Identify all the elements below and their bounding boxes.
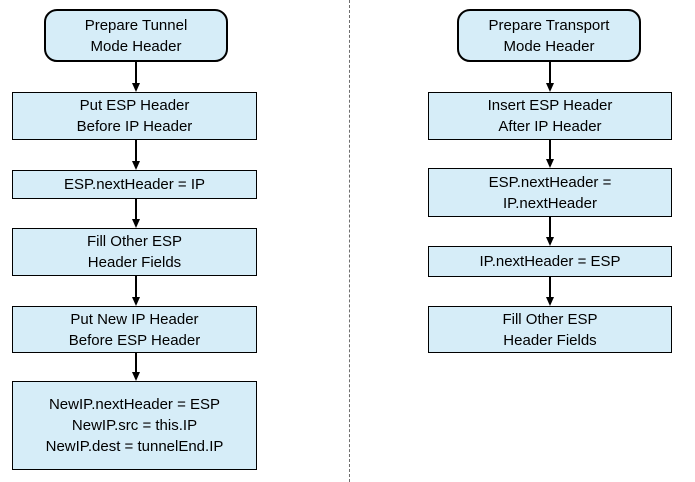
transport-step-node: Fill Other ESP Header Fields xyxy=(428,306,672,353)
arrow-line xyxy=(135,199,137,220)
arrowhead-icon xyxy=(545,237,554,246)
arrow-line xyxy=(549,217,551,238)
tunnel-step-node: ESP.nextHeader = IP xyxy=(12,170,257,199)
dashed-divider-line xyxy=(349,0,350,482)
arrowhead-icon xyxy=(545,297,554,306)
arrow-line xyxy=(135,62,137,84)
transport-step-node: IP.nextHeader = ESP xyxy=(428,246,672,277)
transport-step-node: Insert ESP Header After IP Header xyxy=(428,92,672,140)
arrowhead-icon xyxy=(545,83,554,92)
arrow-line xyxy=(135,276,137,298)
tunnel-step-node: Put ESP Header Before IP Header xyxy=(12,92,257,140)
arrowhead-icon xyxy=(131,372,140,381)
transport-step-node: ESP.nextHeader = IP.nextHeader xyxy=(428,168,672,217)
arrowhead-icon xyxy=(545,159,554,168)
transport-start-node: Prepare Transport Mode Header xyxy=(457,9,641,62)
arrow-line xyxy=(549,140,551,160)
tunnel-step-node: Fill Other ESP Header Fields xyxy=(12,228,257,276)
arrowhead-icon xyxy=(131,297,140,306)
tunnel-step-node: NewIP.nextHeader = ESP NewIP.src = this.… xyxy=(12,381,257,470)
arrow-line xyxy=(549,277,551,298)
arrow-line xyxy=(135,353,137,373)
tunnel-step-node: Put New IP Header Before ESP Header xyxy=(12,306,257,353)
arrowhead-icon xyxy=(131,219,140,228)
arrowhead-icon xyxy=(131,83,140,92)
arrow-line xyxy=(549,62,551,84)
arrowhead-icon xyxy=(131,161,140,170)
tunnel-start-node: Prepare Tunnel Mode Header xyxy=(44,9,228,62)
arrow-line xyxy=(135,140,137,162)
